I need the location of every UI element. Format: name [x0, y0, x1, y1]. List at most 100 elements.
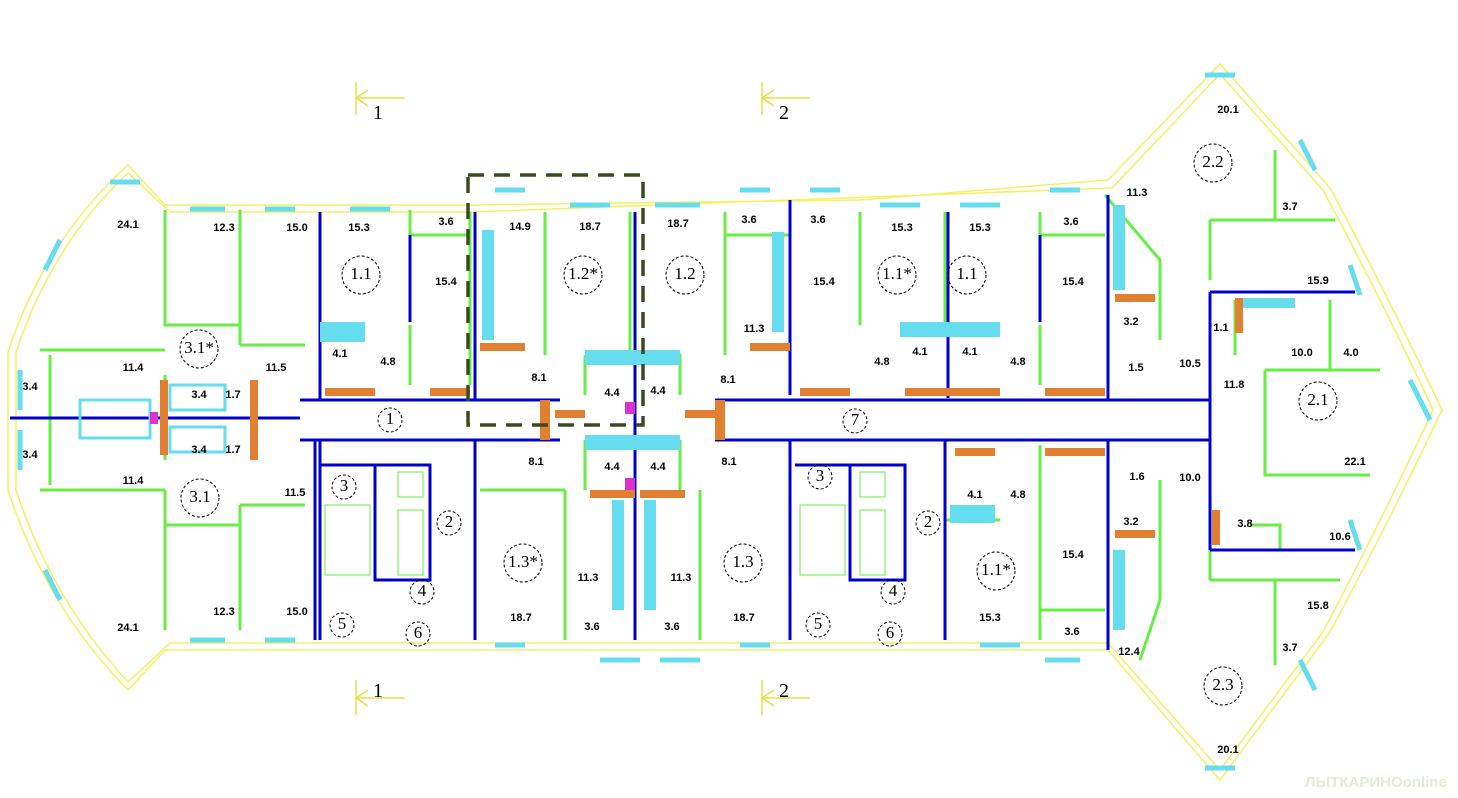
unit-code-label: 3.1: [189, 487, 210, 506]
room-area-label: 4.4: [650, 385, 666, 397]
room-area-label: 4.1: [967, 489, 982, 501]
room-area-label: 4.4: [604, 387, 620, 399]
room-area-label: 3.6: [1063, 216, 1078, 228]
unit-code-circle: [1193, 143, 1233, 183]
unit-code-label: 1.3*: [508, 552, 538, 571]
unit-code-label: 1.2: [674, 264, 695, 283]
unit-code-circle: [880, 579, 906, 605]
room-area-label: 20.1: [1217, 744, 1238, 756]
room-area-label: 15.4: [1062, 549, 1084, 561]
selected-unit-outline[interactable]: [466, 173, 645, 427]
room-area-label: 8.1: [720, 374, 735, 386]
room-area-label: 3.6: [741, 214, 756, 226]
unit-code-label: 6: [886, 623, 895, 642]
unit-code-circle: [436, 510, 462, 536]
unit-code-circle: [842, 408, 868, 434]
room-area-label: 1.7: [225, 444, 240, 456]
room-area-label: 1.1: [1213, 322, 1228, 334]
room-area-label: 22.1: [1344, 456, 1365, 468]
unit-code-circle: [805, 612, 831, 638]
unit-code-circle: [341, 255, 381, 295]
room-area-label: 4.8: [1010, 356, 1025, 368]
room-area-label: 15.4: [435, 276, 457, 288]
room-area-label: 24.1: [117, 219, 138, 231]
unit-code-label: 2: [924, 512, 933, 531]
room-area-label: 4.1: [332, 348, 347, 360]
unit-code-circle: [1203, 666, 1243, 706]
room-area-label: 10.0: [1291, 347, 1312, 359]
room-area-label: 12.4: [1118, 646, 1140, 658]
room-area-label: 3.2: [1123, 516, 1138, 528]
room-area-label: 1.7: [225, 389, 240, 401]
room-area-label: 11.3: [578, 572, 599, 584]
room-area-label: 1.6: [1129, 471, 1144, 483]
room-area-label: 11.3: [671, 572, 692, 584]
room-area-label: 11.4: [123, 475, 145, 487]
fixtures: [78, 205, 1295, 630]
room-area-label: 11.3: [1127, 187, 1148, 199]
unit-code-label: 4: [418, 581, 427, 600]
unit-code-circle: [409, 579, 435, 605]
room-area-label: 11.3: [744, 323, 765, 335]
room-area-label: 11.5: [266, 362, 287, 374]
room-area-label: 10.5: [1179, 358, 1200, 370]
section-marker-label: 1: [373, 680, 383, 702]
unit-code-label: 2.1: [1307, 390, 1328, 409]
room-area-label: 3.6: [1064, 626, 1079, 638]
unit-code-circle: [503, 543, 543, 583]
room-area-label: 8.1: [528, 456, 543, 468]
room-area-label: 11.5: [285, 487, 306, 499]
partition-walls: [40, 150, 1380, 665]
room-area-label: 3.2: [1123, 316, 1138, 328]
unit-code-circle: [331, 474, 357, 500]
room-area-label: 18.7: [510, 612, 531, 624]
unit-code-label: 1.1*: [981, 560, 1011, 579]
unit-code-label: 1.2*: [568, 264, 598, 283]
unit-code-circle: [807, 464, 833, 490]
room-area-label: 18.7: [733, 612, 754, 624]
unit-code-label: 1.3: [732, 552, 753, 571]
unit-code-label: 1.1*: [882, 264, 912, 283]
room-area-label: 15.3: [891, 222, 912, 234]
room-area-label: 3.4: [22, 381, 38, 393]
room-area-label: 8.1: [531, 372, 546, 384]
room-area-label: 1.5: [1128, 362, 1143, 374]
room-area-label: 15.3: [348, 222, 369, 234]
room-area-label: 15.3: [979, 612, 1000, 624]
room-area-label: 4.0: [1343, 347, 1358, 359]
unit-code-label: 3: [816, 466, 825, 485]
unit-code-circle: [877, 255, 917, 295]
room-area-label: 4.4: [650, 461, 666, 473]
room-area-label: 3.6: [438, 216, 453, 228]
room-area-label: 11.8: [1224, 379, 1245, 391]
unit-code-circle: [947, 255, 987, 295]
room-area-label: 3.4: [191, 389, 207, 401]
watermark: ЛЫТКАРИНОonline: [1305, 774, 1447, 791]
unit-code-label: 2.3: [1212, 675, 1233, 694]
room-area-label: 12.3: [213, 222, 234, 234]
room-area-label: 4.4: [604, 461, 620, 473]
room-area-label: 3.4: [22, 449, 38, 461]
section-arrows: [355, 82, 810, 715]
room-area-label: 20.1: [1217, 104, 1238, 116]
room-area-label: 11.4: [123, 362, 145, 374]
section-marker-label: 2: [779, 102, 789, 124]
room-area-label: 15.0: [286, 222, 307, 234]
room-area-label: 18.7: [579, 221, 600, 233]
unit-code-label: 4: [889, 581, 898, 600]
unit-code-label: 1.1: [350, 264, 371, 283]
unit-code-circle: [179, 329, 219, 369]
unit-code-label: 5: [338, 614, 347, 633]
unit-code-circle: [563, 255, 603, 295]
unit-code-circle: [1298, 381, 1338, 421]
unit-code-label: 2.2: [1202, 152, 1223, 171]
room-area-label: 3.7: [1282, 201, 1297, 213]
unit-code-label: 3: [340, 476, 349, 495]
room-area-label: 4.1: [962, 346, 977, 358]
unit-code-label: 2: [445, 512, 454, 531]
unit-code-circle: [405, 621, 431, 647]
room-area-label: 3.4: [191, 444, 207, 456]
